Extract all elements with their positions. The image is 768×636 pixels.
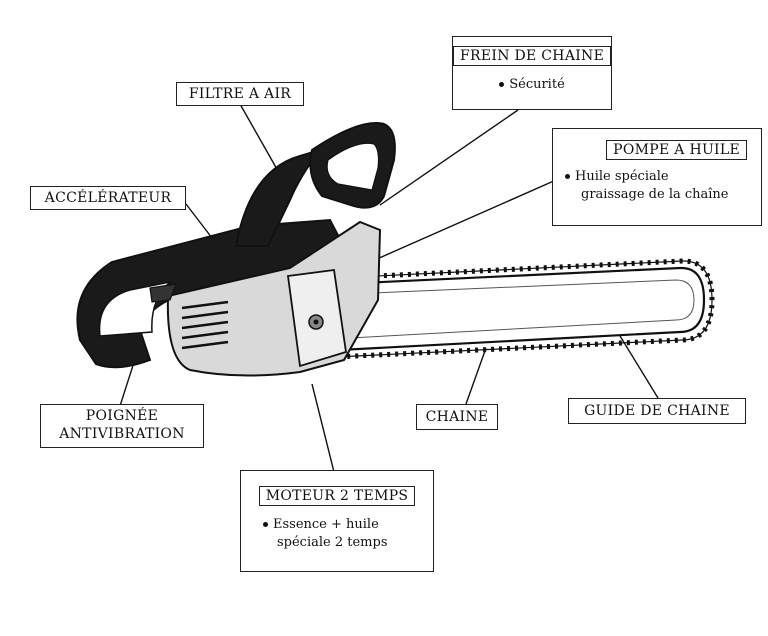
moteur-note-line2: spéciale 2 temps	[277, 535, 388, 550]
leader-lines	[119, 103, 659, 473]
poignee-line1: POIGNÉE	[85, 408, 159, 424]
brake-lever-window	[326, 142, 380, 191]
leader-moteur	[311, 383, 335, 473]
label-guide-de-chaine: GUIDE DE CHAINE	[568, 398, 746, 424]
frein-note: Sécurité	[509, 77, 565, 92]
guide-bar	[338, 266, 706, 352]
bullet-icon	[499, 82, 505, 87]
cooling-fins	[181, 300, 229, 350]
label-filtre-a-air: FILTRE A AIR	[176, 82, 304, 106]
label-frein-de-chaine: FREIN DE CHAINE Sécurité	[452, 36, 612, 110]
moteur-note-line1: Essence + huile	[273, 517, 379, 532]
moteur-title: MOTEUR 2 TEMPS	[258, 486, 416, 506]
bullet-icon	[565, 174, 570, 179]
leader-filtre	[239, 103, 283, 179]
leader-pompe	[351, 179, 557, 271]
saw-chain-edge	[335, 260, 713, 358]
label-chaine: CHAINE	[416, 404, 498, 430]
leader-chaine	[465, 347, 487, 405]
throttle-trigger	[149, 283, 177, 303]
leader-accelerateur	[185, 203, 213, 239]
pompe-note-line2: graissage de la chaîne	[581, 187, 729, 202]
bullet-icon	[263, 522, 268, 527]
label-poignee-antivibration: POIGNÉE ANTIVIBRATION	[40, 404, 204, 448]
top-handle	[234, 148, 323, 247]
label-moteur-2-temps: MOTEUR 2 TEMPS Essence + huile spéciale …	[240, 470, 434, 572]
pompe-title: POMPE A HUILE	[606, 140, 747, 160]
pompe-note-line1: Huile spéciale	[575, 169, 669, 184]
label-accelerateur: ACCÉLÉRATEUR	[30, 186, 186, 210]
poignee-line2: ANTIVIBRATION	[59, 426, 185, 442]
bar-nut-center	[313, 319, 319, 325]
label-pompe-a-huile: POMPE A HUILE Huile spéciale graissage d…	[552, 128, 762, 226]
guide-bar-inner	[349, 279, 695, 339]
leader-frein	[379, 109, 519, 206]
frein-title: FREIN DE CHAINE	[453, 46, 612, 66]
